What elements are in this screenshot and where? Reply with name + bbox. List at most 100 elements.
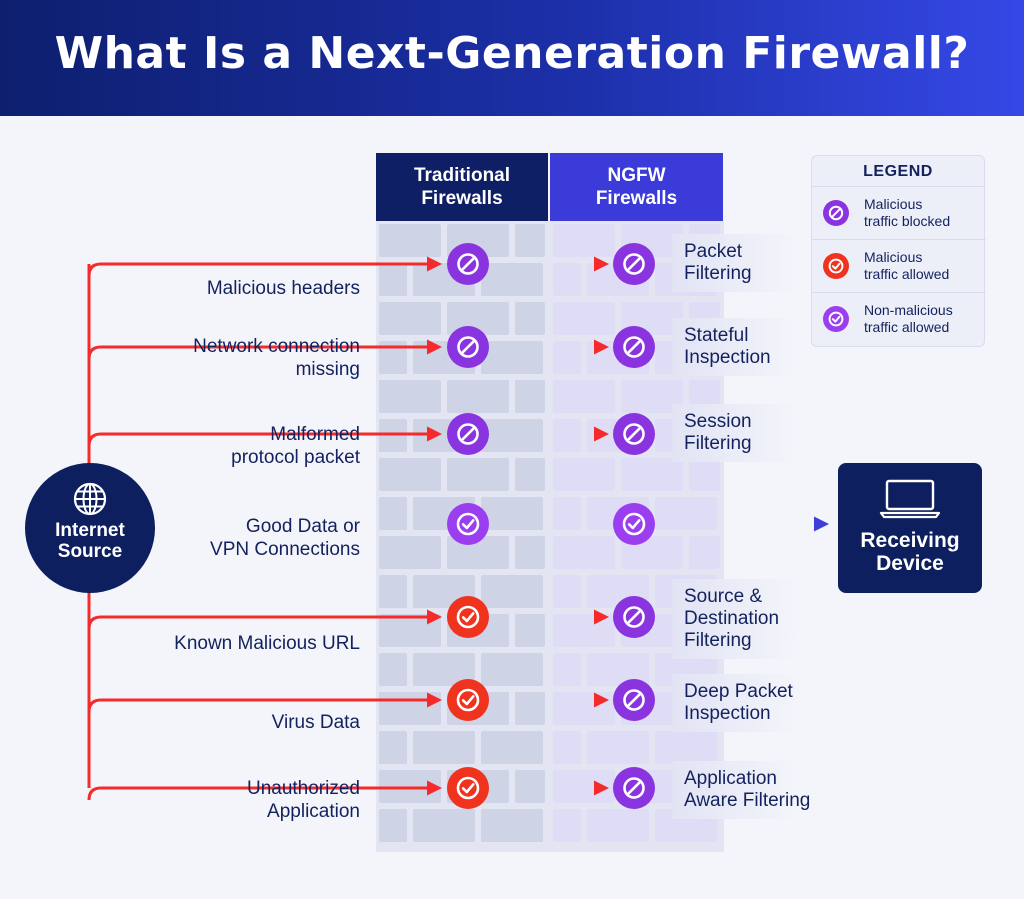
legend-item-malicious-allowed: Malicious traffic allowed	[812, 240, 986, 293]
blocked-icon	[823, 200, 849, 226]
column-header-ngfw: NGFW Firewalls	[550, 153, 723, 221]
globe-icon	[73, 482, 107, 516]
technique-label-line: Destination	[684, 608, 780, 629]
threat-label-line: Network connection	[193, 336, 360, 357]
wall-brick	[515, 614, 545, 647]
wall-brick	[553, 302, 615, 335]
technique-label-line: Session	[684, 411, 752, 432]
status-markers	[447, 243, 655, 809]
threat-label-line: missing	[295, 359, 360, 380]
legend-title: LEGEND	[812, 156, 984, 187]
legend-item-text: traffic blocked	[864, 213, 951, 229]
wall-brick	[379, 263, 407, 296]
column-header-line: NGFW	[607, 165, 666, 186]
wall-brick	[447, 458, 509, 491]
wall-brick	[379, 731, 407, 764]
threat-arrow	[87, 339, 442, 360]
laptop-icon	[879, 479, 941, 519]
threat-label-line: Known Malicious URL	[174, 633, 360, 654]
wall-brick	[379, 458, 441, 491]
wall-brick	[553, 575, 581, 608]
legend-item-text: Malicious	[864, 249, 923, 265]
wall-brick	[621, 380, 683, 413]
blocked-icon	[613, 767, 655, 809]
wall-brick	[413, 809, 475, 842]
wall-brick	[515, 380, 545, 413]
threat-label-line: Good Data or	[245, 516, 360, 537]
brick-wall	[376, 221, 724, 852]
column-header-line: Firewalls	[595, 188, 678, 209]
wall-brick	[379, 380, 441, 413]
wall-brick	[379, 614, 441, 647]
wall-brick	[379, 302, 441, 335]
malicious-allowed-icon	[447, 679, 489, 721]
malicious-allowed-icon	[823, 253, 849, 279]
wall-brick	[413, 653, 475, 686]
wall-brick	[379, 653, 407, 686]
threat-label-line: Malicious headers	[206, 278, 360, 299]
wall-brick	[481, 263, 543, 296]
wall-brick	[587, 731, 649, 764]
legend-item-text: Non-malicious	[864, 302, 953, 318]
wall-brick	[515, 458, 545, 491]
wall-brick	[379, 692, 441, 725]
threat-arrow	[87, 609, 442, 630]
wall-brick	[481, 653, 543, 686]
technique-label-line: Stateful	[684, 325, 749, 346]
wall-brick	[447, 380, 509, 413]
wall-brick	[587, 809, 649, 842]
page-title: What Is a Next-Generation Firewall?	[54, 28, 970, 79]
wall-brick	[481, 575, 543, 608]
threat-arrow	[87, 256, 442, 277]
wall-brick	[481, 731, 543, 764]
column-header-line: Traditional	[413, 165, 511, 186]
technique-label-line: Filtering	[684, 630, 752, 651]
wall-brick	[379, 497, 407, 530]
wall-brick	[553, 497, 581, 530]
legend-item-blocked: Malicious traffic blocked	[812, 187, 986, 240]
threat-label: Virus Data	[272, 711, 360, 734]
legend-item-text: traffic allowed	[864, 266, 950, 282]
wall-brick	[379, 575, 407, 608]
wall-brick	[621, 458, 683, 491]
wall-brick	[553, 458, 615, 491]
blocked-icon	[613, 243, 655, 285]
device-label: Device	[876, 552, 944, 575]
blocked-icon	[613, 596, 655, 638]
wall-brick	[413, 731, 475, 764]
allowed-icon	[823, 306, 849, 332]
wall-brick	[379, 224, 441, 257]
wall-brick	[553, 653, 581, 686]
wall-brick	[515, 692, 545, 725]
malicious-allowed-icon	[447, 767, 489, 809]
threat-arrow	[87, 426, 442, 447]
internet-source-node: Internet Source	[25, 463, 155, 593]
technique-label-line: Aware Filtering	[684, 790, 811, 811]
wall-brick	[655, 731, 717, 764]
wall-brick	[515, 302, 545, 335]
wall-brick	[379, 536, 441, 569]
wall-brick	[515, 536, 545, 569]
allowed-icon	[613, 503, 655, 545]
wall-brick	[553, 536, 615, 569]
technique-label-line: Application	[684, 768, 777, 789]
blocked-icon	[613, 326, 655, 368]
wall-brick	[689, 458, 720, 491]
threat-arrow	[87, 692, 442, 713]
blocked-icon	[447, 326, 489, 368]
threat-label-line: Virus Data	[271, 712, 360, 733]
technique-label-line: Inspection	[684, 703, 771, 724]
threat-arrow	[87, 780, 442, 801]
source-label: Source	[57, 541, 123, 562]
column-header-traditional: Traditional Firewalls	[376, 153, 548, 221]
wall-brick	[689, 536, 720, 569]
blocked-icon	[447, 243, 489, 285]
technique-label-line: Filtering	[684, 433, 752, 454]
threat-label-line: protocol packet	[231, 447, 360, 468]
legend-item-allowed: Non-malicious traffic allowed	[812, 293, 986, 345]
